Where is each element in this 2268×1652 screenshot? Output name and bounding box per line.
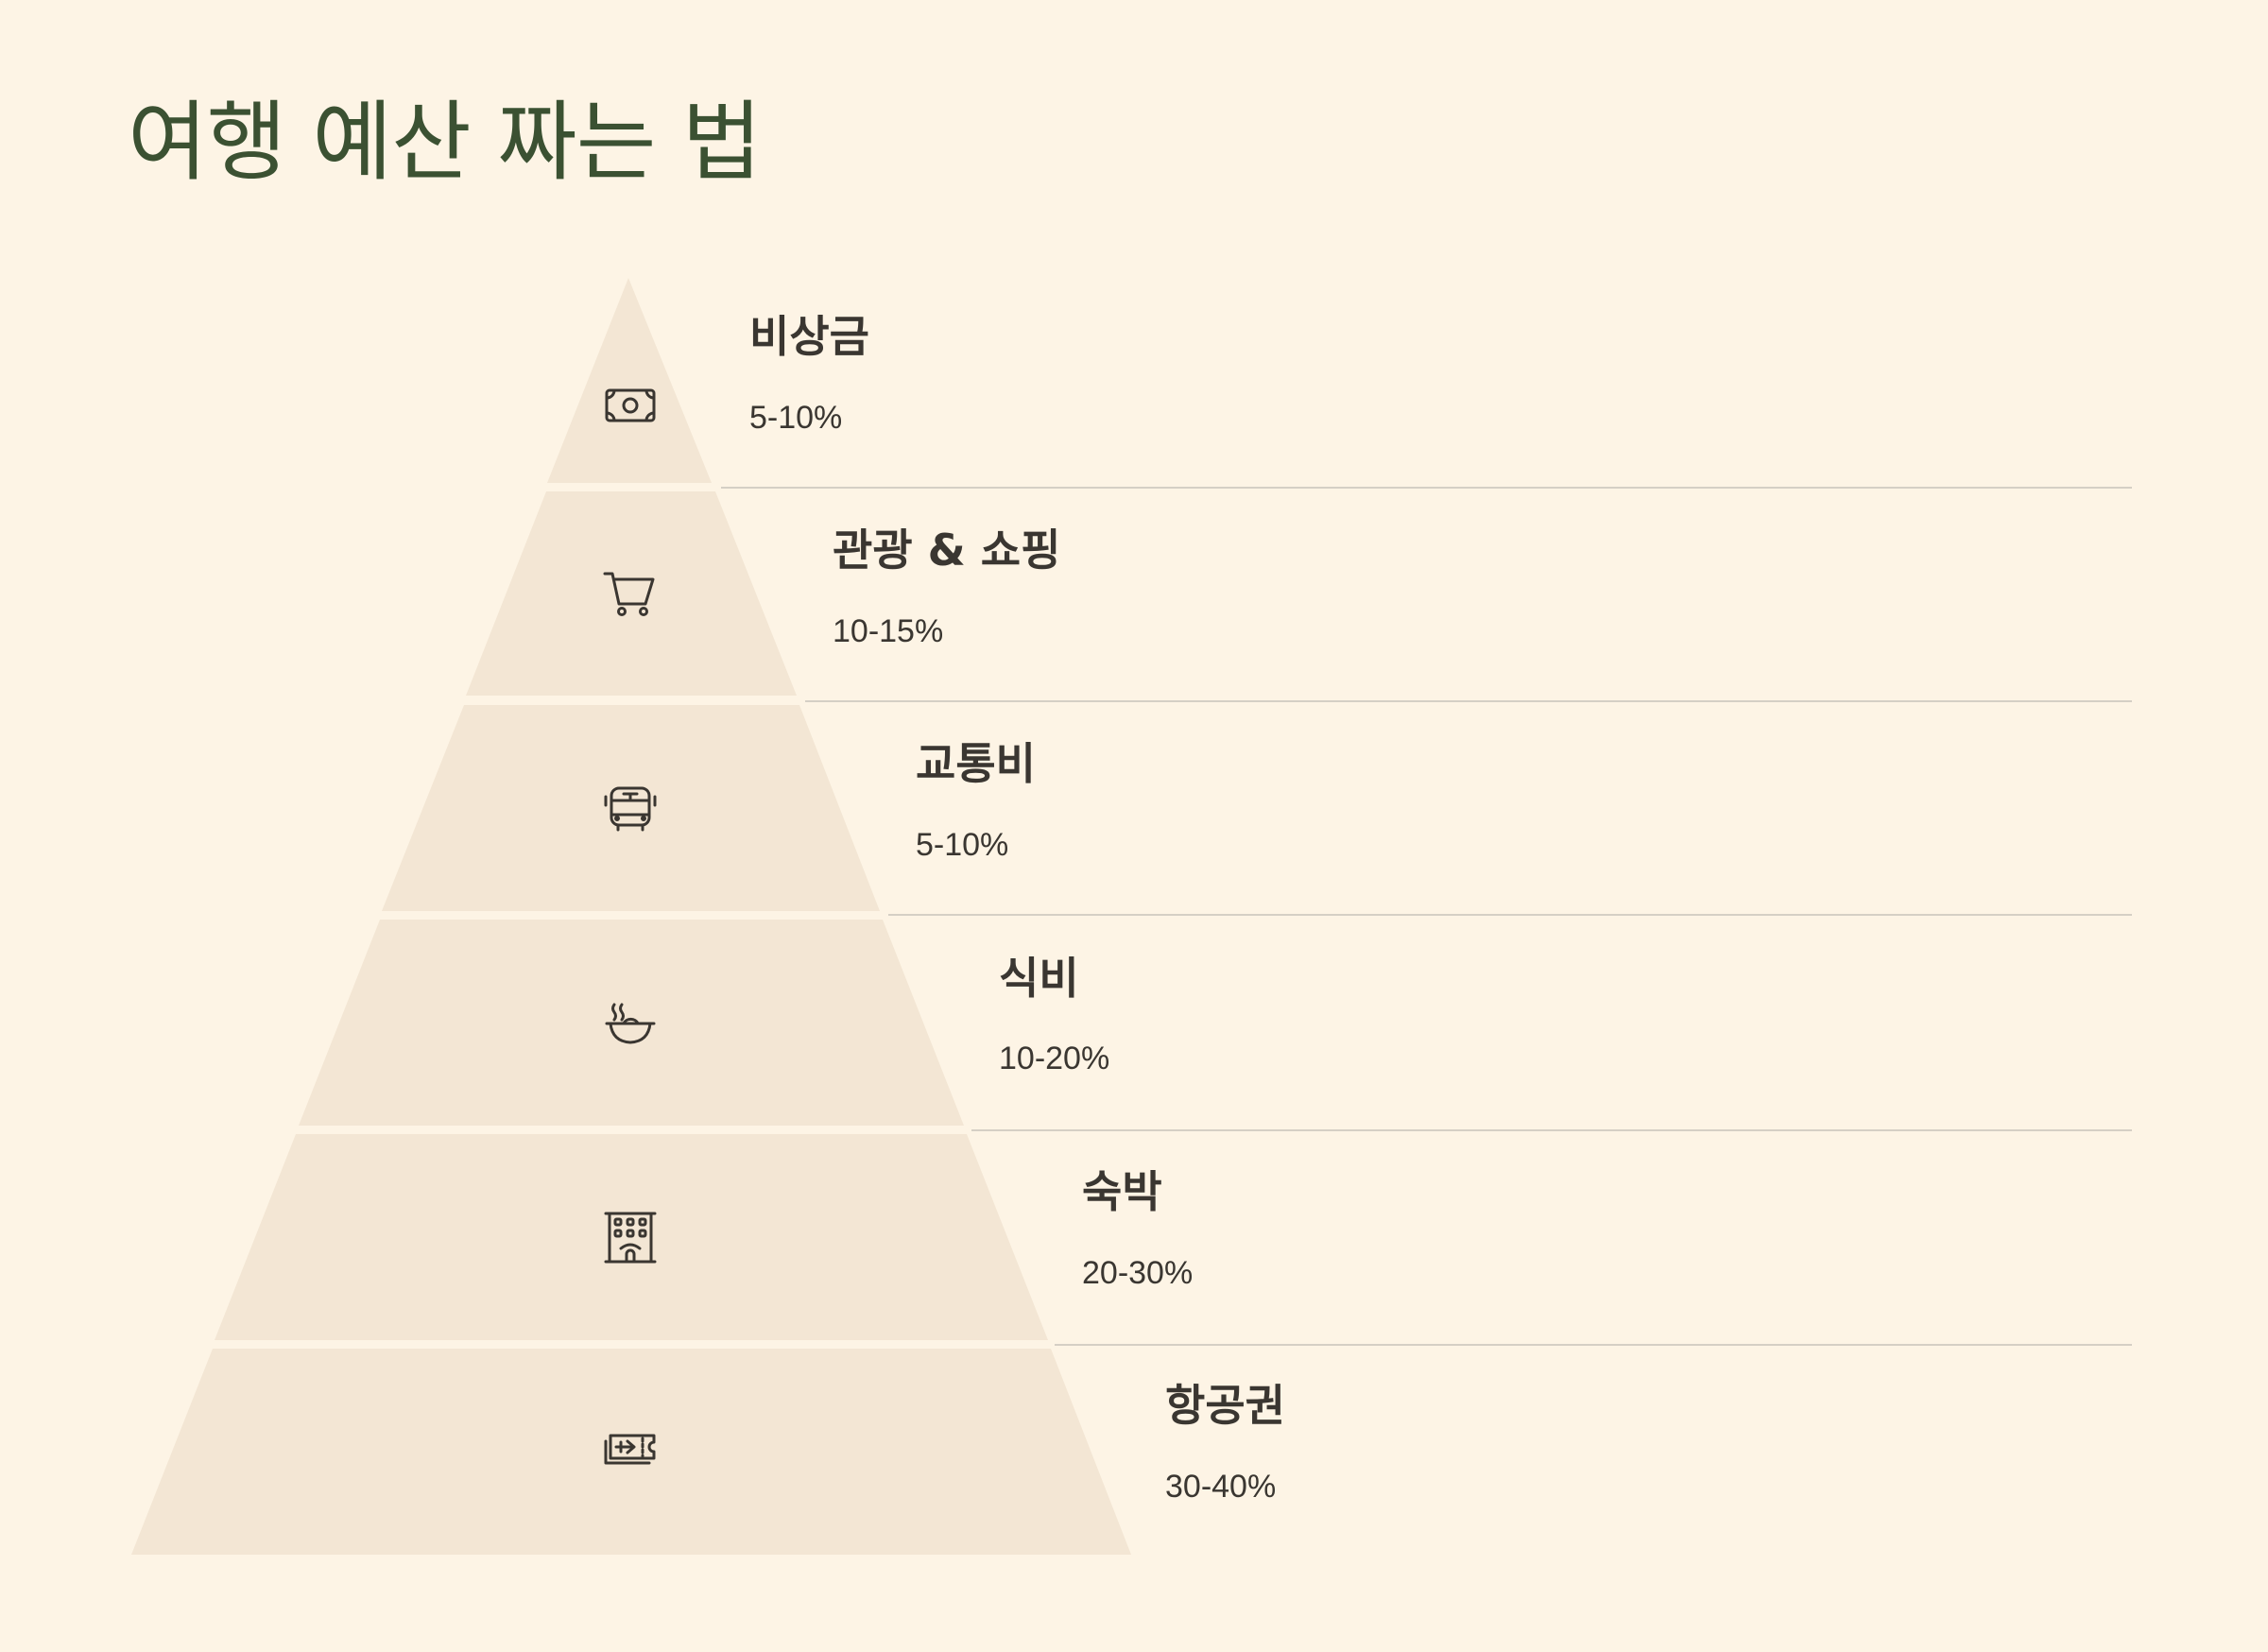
tier-2-segment xyxy=(466,491,797,696)
tier-4-label: 식비 xyxy=(999,953,1079,1004)
tier-3-label: 교통비 xyxy=(916,738,1036,789)
tier-4-range: 10-20% xyxy=(999,1041,1110,1076)
flight-ticket-icon xyxy=(604,1434,656,1465)
tier-6-range: 30-40% xyxy=(1165,1469,1277,1505)
tier-1-label: 비상금 xyxy=(749,311,869,362)
tier-3-segment xyxy=(382,705,880,911)
cash-icon xyxy=(605,388,656,422)
hotel-building-icon xyxy=(604,1212,657,1264)
tier-1-segment xyxy=(547,278,712,483)
tier-5-range: 20-30% xyxy=(1082,1255,1194,1291)
tier-2-range: 10-15% xyxy=(833,613,944,649)
tier-6-segment xyxy=(131,1349,1131,1555)
bus-icon xyxy=(604,786,657,832)
page-title: 여행 예산 짜는 법 xyxy=(128,92,762,193)
tier-2-label: 관광 & 쇼핑 xyxy=(833,525,1061,576)
food-bowl-icon xyxy=(605,1003,656,1044)
shopping-cart-icon xyxy=(603,572,655,616)
tier-5-label: 숙박 xyxy=(1082,1166,1162,1217)
tier-6-label: 항공권 xyxy=(1165,1380,1285,1431)
tier-1-range: 5-10% xyxy=(749,400,843,436)
tier-3-range: 5-10% xyxy=(916,827,1009,863)
